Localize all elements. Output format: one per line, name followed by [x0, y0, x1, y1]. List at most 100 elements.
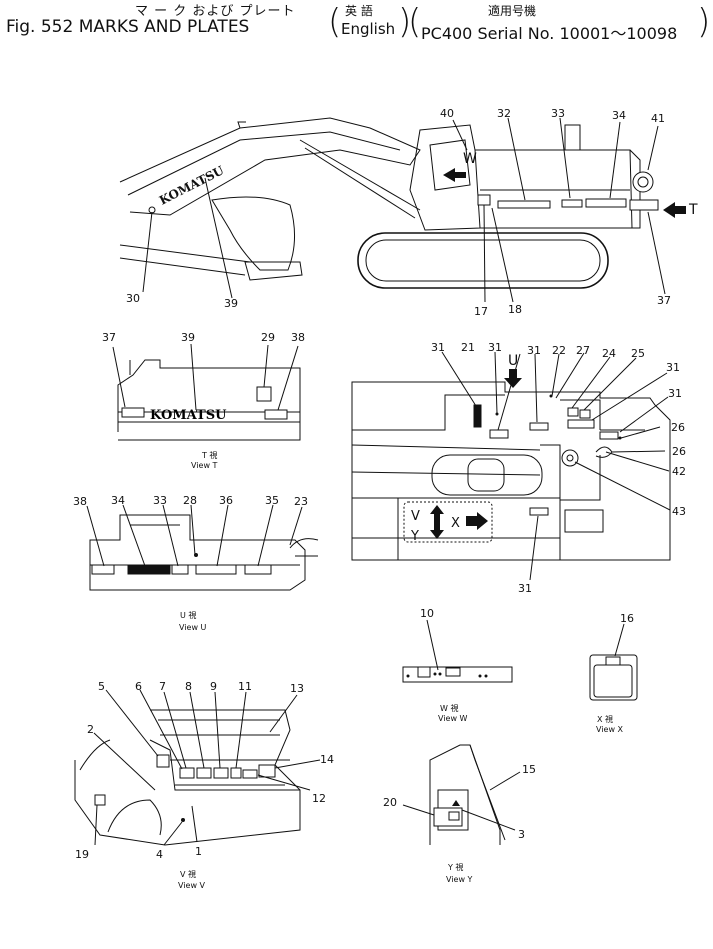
callout-20: 20	[383, 796, 397, 809]
applicability-bracket-open: (	[408, 2, 422, 42]
callout-7: 7	[159, 680, 166, 693]
callout-42: 42	[672, 465, 686, 478]
callout-19: 19	[75, 848, 89, 861]
language-bracket-close: )	[398, 2, 412, 42]
callout-31: 31	[518, 582, 532, 595]
plate-9	[213, 767, 229, 779]
plate-31b	[489, 429, 509, 439]
language-bracket-open: (	[328, 2, 342, 42]
callout-11: 11	[238, 680, 252, 693]
callout-31: 31	[488, 341, 502, 354]
plate-34	[585, 198, 627, 208]
callout-31: 31	[527, 344, 541, 357]
callout-25: 25	[631, 347, 645, 360]
caption-t-en: View T	[191, 461, 218, 470]
plate-37	[629, 199, 659, 211]
applicability-japanese: 適用号機	[488, 4, 537, 18]
plate-11	[230, 767, 242, 779]
callout-16: 16	[620, 612, 634, 625]
callout-34: 34	[111, 494, 125, 507]
plate-37-t	[121, 407, 145, 418]
caption-y-jp: Y 視	[447, 863, 463, 872]
view-v: 5 6 7 8 9 11 13 2 14 12 19 4 1 V 視 View …	[74, 680, 334, 890]
plate-31a	[473, 404, 482, 428]
plate-24	[567, 407, 579, 417]
arrow-t-icon	[663, 202, 686, 218]
callout-17: 17	[474, 305, 488, 318]
caption-v-en: View V	[178, 881, 206, 890]
callout-33: 33	[551, 107, 565, 120]
arrow-u-letter: U	[508, 353, 518, 369]
caption-w-en: View W	[438, 714, 468, 723]
plate-5	[156, 754, 170, 768]
callout-41: 41	[651, 112, 665, 125]
callout-33: 33	[153, 494, 167, 507]
callout-4: 4	[156, 848, 163, 861]
applicability-bracket-close: )	[697, 2, 711, 42]
callout-9: 9	[210, 680, 217, 693]
callout-30: 30	[126, 292, 140, 305]
caption-x-en: View X	[596, 725, 624, 734]
plate-16	[605, 656, 621, 666]
plate-35	[244, 564, 272, 575]
language-japanese: 英 語	[345, 4, 373, 18]
callout-6: 6	[135, 680, 142, 693]
callout-27: 27	[576, 344, 590, 357]
svg-text:KOMATSU: KOMATSU	[157, 163, 227, 208]
plate-31d	[567, 419, 595, 429]
view-u: 38 34 33 28 36 35 23 U 視 View U	[73, 494, 319, 632]
caption-v-jp: V 視	[180, 870, 196, 879]
arrow-v-letter: V	[411, 509, 420, 524]
plate-31e	[599, 431, 619, 440]
callout-40: 40	[440, 107, 454, 120]
callout-31: 31	[668, 387, 682, 400]
callout-38: 38	[291, 331, 305, 344]
callout-12: 12	[312, 792, 326, 805]
plate-25	[579, 409, 591, 419]
callout-5: 5	[98, 680, 105, 693]
arrow-vy-icon	[430, 505, 444, 539]
callout-1: 1	[195, 845, 202, 858]
plate-32	[497, 200, 551, 209]
callout-3: 3	[518, 828, 525, 841]
callout-37: 37	[657, 294, 671, 307]
view-x: 16 X 視 View X	[589, 612, 638, 734]
japanese-title: マ ー ク および プレート	[135, 4, 296, 19]
plate-38-u	[91, 564, 115, 575]
callout-21: 21	[461, 341, 475, 354]
plate-38-t	[264, 409, 288, 420]
plate-29	[256, 386, 272, 402]
boom-logo: KOMATSU	[157, 163, 227, 208]
plate-31f	[529, 507, 549, 516]
callout-15: 15	[522, 763, 536, 776]
callout-26: 26	[671, 421, 685, 434]
callout-14: 14	[320, 753, 334, 766]
callout-18: 18	[508, 303, 522, 316]
view-t: KOMATSU 37 39 29 38 T 視 View T	[102, 331, 305, 470]
caption-t-jp: T 視	[201, 451, 217, 460]
callout-39: 39	[224, 297, 238, 310]
callout-2: 2	[87, 723, 94, 736]
plate-8	[196, 767, 212, 779]
plate-31c	[529, 422, 549, 431]
arrow-x-icon	[466, 512, 488, 530]
callout-36: 36	[219, 494, 233, 507]
figure-title: Fig. 552 MARKS AND PLATES	[6, 17, 250, 37]
view-y: 15 20 3 Y 視 View Y	[383, 744, 536, 884]
main-side-view: KOMATSU W T 40 32 33 34 41 30 39 17	[119, 107, 698, 318]
caption-u-en: View U	[179, 623, 207, 632]
plate-12	[242, 769, 258, 779]
plate-14	[258, 764, 276, 778]
arrow-t-letter: T	[688, 202, 698, 218]
view-w: 10 W 視 View W	[402, 607, 513, 723]
caption-w-jp: W 視	[440, 704, 458, 713]
plate-33	[561, 199, 583, 208]
t-view-logo: KOMATSU	[150, 408, 227, 423]
callout-38: 38	[73, 495, 87, 508]
callout-32: 32	[497, 107, 511, 120]
track-frame	[357, 232, 609, 289]
callout-10: 10	[420, 607, 434, 620]
plate-33-u	[171, 564, 189, 575]
serial-range: PC400 Serial No. 10001～10098	[421, 24, 678, 43]
plate-7	[179, 767, 195, 779]
